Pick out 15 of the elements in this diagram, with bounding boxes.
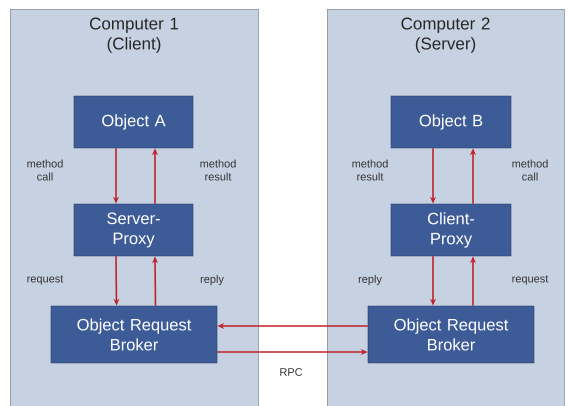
edge-label: request	[27, 275, 64, 285]
component-box: Object Request Broker	[50, 306, 218, 364]
component-box: Client-Proxy	[390, 204, 512, 256]
edge-label: method call	[512, 159, 548, 181]
component-box: Server-Proxy	[74, 204, 194, 256]
component-box: Object A	[74, 96, 194, 148]
edge-label: RPC	[280, 368, 302, 376]
component-box: Object B	[390, 96, 512, 148]
edge-label: method result	[352, 159, 388, 181]
edge-label: method call	[27, 159, 63, 181]
edge-label: reply	[358, 274, 382, 286]
edge-label: method result	[200, 159, 236, 181]
component-box: Object Request Broker	[368, 306, 534, 364]
edge-label: reply	[200, 274, 224, 286]
edge-label: request	[512, 275, 548, 285]
